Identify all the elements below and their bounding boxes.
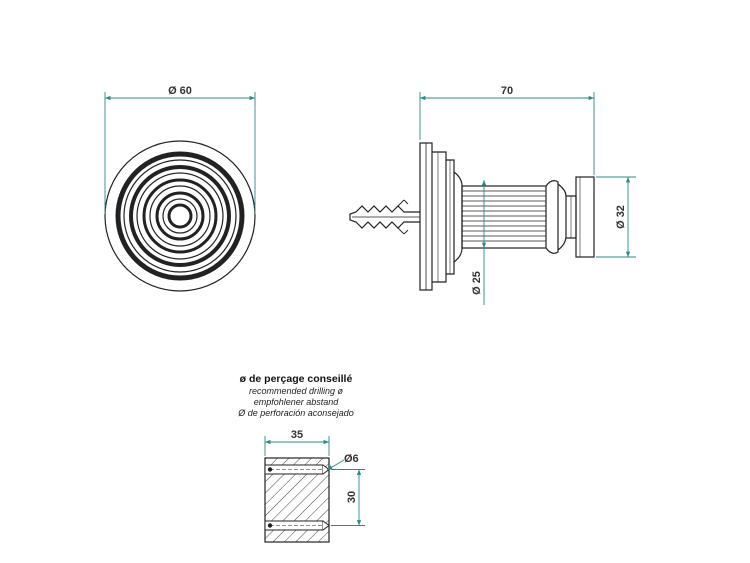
ring	[162, 198, 198, 234]
neck-collar	[545, 180, 559, 254]
drill-spacing-dimension	[264, 436, 330, 456]
drill-depth-label: 30	[346, 491, 358, 503]
stop-head	[575, 176, 595, 258]
base-collar	[453, 171, 463, 263]
side-length-label: 70	[501, 85, 513, 97]
drill-hole-diameter-leader	[326, 459, 345, 471]
bold-ring	[129, 165, 231, 267]
neck	[557, 183, 567, 251]
caption-spanish: Ø de perforación aconsejado	[237, 408, 354, 418]
drill-spacing-label: 35	[291, 429, 303, 441]
bold-ring	[142, 178, 218, 254]
column-diameter-label: Ø 25	[471, 271, 483, 295]
column-flutes	[462, 190, 546, 242]
drilling-detail	[264, 457, 330, 543]
outer-rim	[104, 140, 256, 292]
fluted-column	[461, 185, 547, 249]
bold-ring	[155, 191, 205, 241]
head-diameter-dimension	[596, 176, 636, 258]
caption-english: recommended drilling ø	[249, 386, 344, 396]
ring	[149, 185, 211, 247]
ring	[123, 159, 237, 273]
side-length-dimension	[419, 92, 595, 175]
head-diameter-label: Ø 32	[615, 205, 627, 229]
ring	[136, 172, 224, 260]
drill-depth-dimension	[331, 469, 365, 526]
caption-french: ø de perçage conseillé	[240, 373, 353, 385]
center-ring	[167, 203, 193, 229]
front-diameter-label: Ø 60	[168, 85, 192, 97]
wall-plug	[349, 205, 420, 229]
plug-barbs	[397, 199, 409, 235]
caption-german: empfohlener abstand	[254, 397, 340, 407]
bold-ring	[115, 151, 245, 281]
base-ring	[432, 151, 447, 283]
side-view	[349, 142, 595, 291]
drill-hole-diameter-label: Ø6	[344, 453, 359, 465]
front-diameter-dimension	[104, 92, 256, 214]
front-view	[104, 140, 256, 292]
